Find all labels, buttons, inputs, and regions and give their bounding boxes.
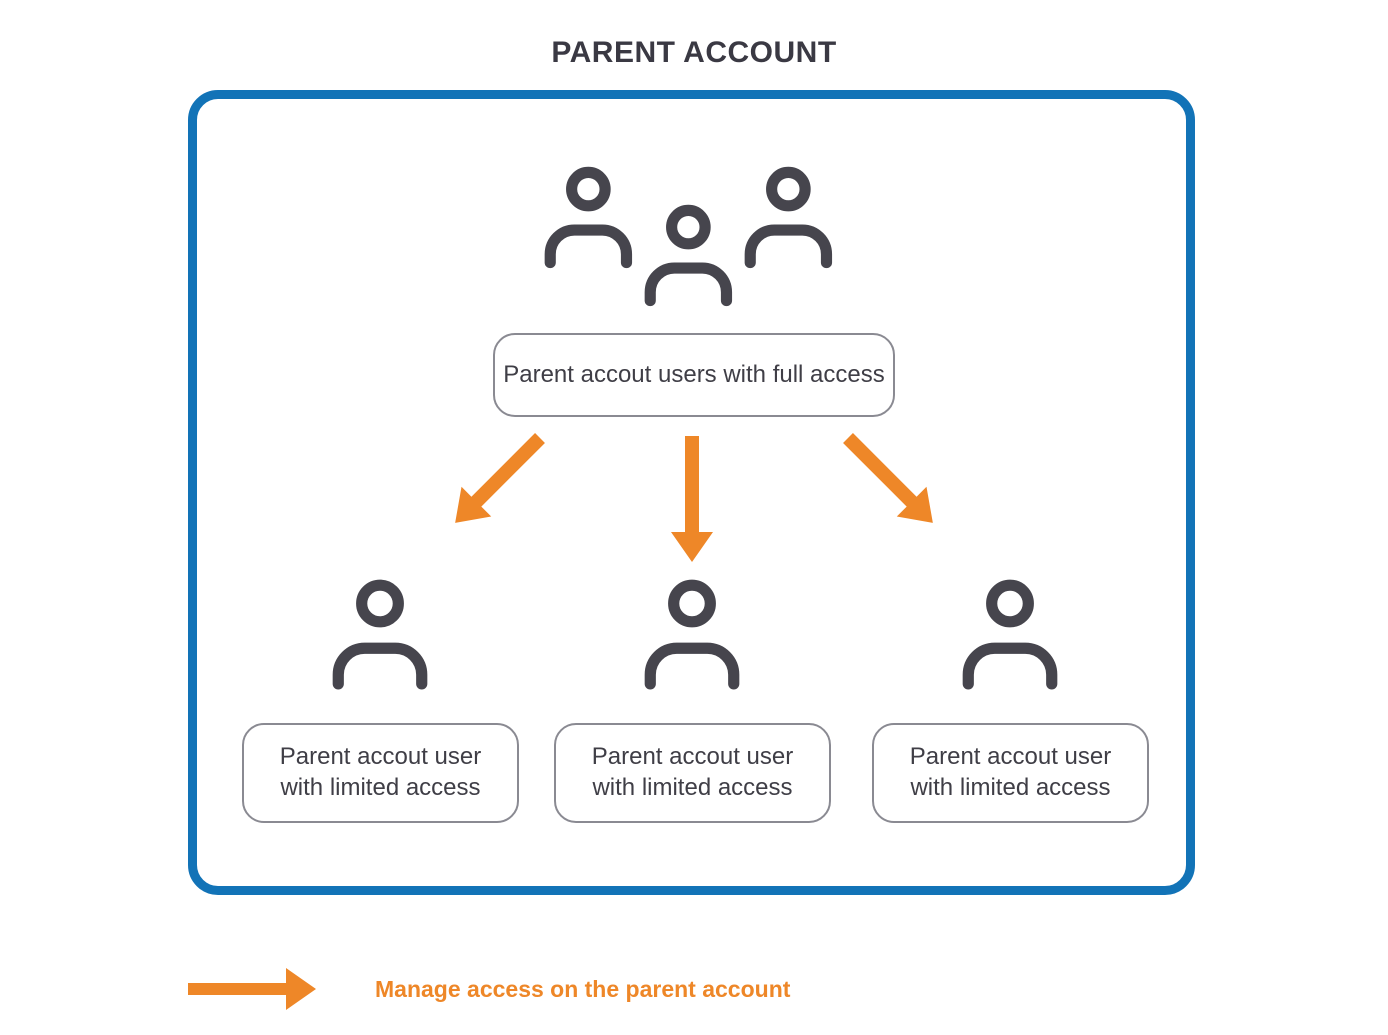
limited-access-line1: Parent accout user [909, 743, 1112, 771]
limited-access-line2: with limited access [592, 774, 793, 801]
legend-label: Manage access on the parent account [375, 976, 791, 1002]
full-access-label-text: Parent accout users with full access [503, 360, 885, 388]
limited-access-line1: Parent accout user [279, 743, 482, 771]
down-left-arrow-icon [455, 433, 545, 523]
right-arrow-icon [188, 968, 316, 1010]
limited-access-line2: with limited access [280, 774, 481, 801]
limited-access-label: Parent accout user with limited access [242, 723, 519, 823]
down-right-arrow-icon [843, 433, 933, 523]
user-icon [644, 579, 740, 690]
limited-access-label: Parent accout user with limited access [554, 723, 831, 823]
user-icon [962, 579, 1058, 690]
users-group-icon [544, 166, 833, 307]
limited-access-label: Parent accout user with limited access [872, 723, 1149, 823]
user-icon [332, 579, 428, 690]
page-title: PARENT ACCOUNT [551, 36, 837, 69]
down-arrow-icon [671, 436, 713, 562]
limited-access-line1: Parent accout user [591, 743, 794, 771]
full-access-label: Parent accout users with full access [493, 333, 895, 417]
limited-access-line2: with limited access [910, 774, 1111, 801]
